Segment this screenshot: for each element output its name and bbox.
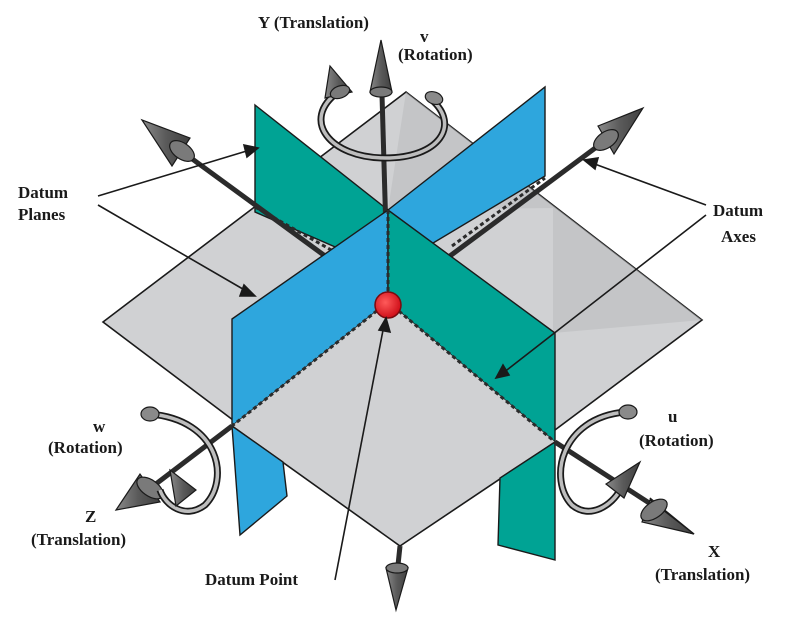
y-axis-label: Y (Translation) <box>258 13 369 32</box>
u-rotation-letter: u <box>668 407 677 426</box>
w-rotation-label: (Rotation) <box>48 438 123 457</box>
leader-lines <box>97 143 707 581</box>
teal-plane-lower-right <box>497 440 556 561</box>
datum-planes-label-line2: Planes <box>18 205 66 224</box>
z-axis-letter: Z <box>85 507 96 526</box>
x-axis-letter: X <box>708 542 721 561</box>
x-axis-front-arrow-icon <box>640 497 695 535</box>
u-rotation-label: (Rotation) <box>639 431 714 450</box>
y-axis-lower-shaft <box>395 545 403 566</box>
horizontal-plane-front <box>232 302 555 546</box>
blue-plane-lower-left <box>231 424 288 537</box>
w-rotation-letter: w <box>93 417 106 436</box>
x-axis-label: (Translation) <box>655 565 750 584</box>
x-axis-arrow-icon <box>593 106 645 156</box>
y-axis-arrow-icon <box>369 39 393 98</box>
z-axis-arrow-icon <box>140 118 195 168</box>
rotation-w-icon <box>140 406 221 515</box>
datum-point-label: Datum Point <box>205 570 298 589</box>
z-axis-front-arrow-icon <box>114 472 164 511</box>
rotation-v-icon <box>317 64 448 162</box>
front-right-datum-axis <box>387 300 556 444</box>
datum-axes-label-line2: Axes <box>721 227 756 246</box>
v-rotation-label: (Rotation) <box>398 45 473 64</box>
v-rotation-letter: v <box>420 27 429 46</box>
z-axis-label: (Translation) <box>31 530 126 549</box>
rotation-u-icon <box>557 404 642 515</box>
datum-planes-label-line1: Datum <box>18 183 68 202</box>
back-right-datum-axis <box>451 176 546 248</box>
y-axis-down-arrow-icon <box>385 562 409 613</box>
x-axis-front-shaft <box>553 439 662 513</box>
front-left-datum-axis <box>231 300 389 428</box>
datum-point-icon <box>374 291 402 319</box>
z-axis-front-shaft <box>146 424 234 492</box>
datum-axes-label-line1: Datum <box>713 201 763 220</box>
